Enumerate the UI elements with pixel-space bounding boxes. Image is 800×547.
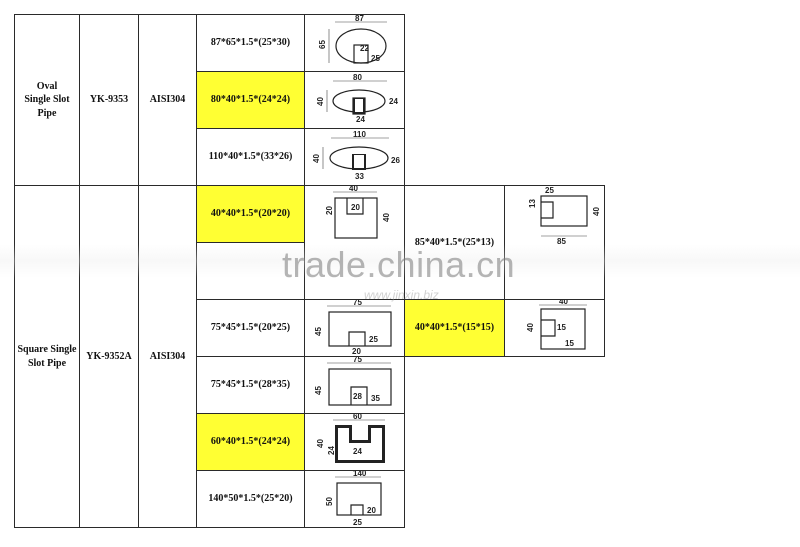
oval-size-2: 80*40*1.5*(24*24) [210, 94, 291, 106]
square-name: Square Single Slot Pipe [17, 344, 77, 369]
square-profile-drawing-4: 60 40 24 24 [316, 414, 385, 463]
square-dim-w-3: 75 [353, 357, 362, 364]
square-extra-dim-b-1: 13 [528, 199, 537, 208]
oval-dim-s2-2: 24 [389, 97, 398, 106]
square-profile-drawing-3: 75 45 28 35 [314, 357, 392, 406]
oval-dim-h-1: 65 [318, 40, 327, 49]
square-dim-s2-2: 25 [369, 335, 378, 344]
oval-profile-3: 110 40 33 26 [304, 128, 405, 186]
square-extra-dim-c-2: 15 [557, 323, 566, 332]
square-dim-h-3: 45 [314, 386, 323, 395]
square-profile-2: 75 45 20 25 [304, 299, 405, 357]
oval-profile-drawing-2: 80 40 24 24 [316, 73, 398, 124]
oval-dim-s2-1: 25 [371, 54, 380, 63]
square-material: AISI304 [149, 350, 186, 362]
oval-material-cell: AISI304 [138, 14, 197, 186]
square-dim-h-2: 45 [314, 327, 323, 336]
oval-dim-w-2: 80 [353, 73, 362, 82]
square-dim-s1-5: 25 [353, 518, 362, 527]
oval-dim-h-3: 40 [312, 154, 321, 163]
square-dim-s1-2: 20 [352, 347, 361, 356]
square-name-cell: Square Single Slot Pipe [14, 185, 80, 528]
oval-size-cell-3: 110*40*1.5*(33*26) [196, 128, 305, 186]
oval-profile-1: 87 65 22 25 [304, 14, 405, 72]
square-dim-w-4: 60 [353, 414, 362, 421]
square-code: YK-9352A [86, 350, 132, 362]
oval-size-1: 87*65*1.5*(25*30) [210, 37, 291, 49]
square-dim-h-1: 20 [325, 206, 334, 215]
square-profile-3: 75 45 28 35 [304, 356, 405, 414]
oval-size-cell-1: 87*65*1.5*(25*30) [196, 14, 305, 72]
square-code-cell: YK-9352A [79, 185, 139, 528]
square-dim-s2-3: 35 [371, 394, 380, 403]
square-dim-w-1: 40 [349, 186, 358, 193]
square-dim-s1-3: 28 [353, 392, 362, 401]
square-extra-dim-d-2: 15 [565, 339, 574, 348]
square-dim-s2-1: 40 [382, 213, 391, 222]
square-dim-s2-4: 24 [327, 446, 336, 455]
square-dim-s1-4: 24 [353, 447, 362, 456]
square-size-1: 40*40*1.5*(20*20) [210, 208, 291, 220]
oval-dim-w-3: 110 [353, 130, 366, 139]
square-extra-size-1: 85*40*1.5*(25*13) [414, 236, 495, 248]
square-size-5: 140*50*1.5*(25*20) [208, 493, 293, 505]
oval-name: Oval Single Slot Pipe [24, 80, 70, 119]
square-dim-h-4: 40 [316, 439, 325, 448]
square-size-cell-4: 60*40*1.5*(24*24) [196, 413, 305, 471]
oval-profile-2: 80 40 24 24 [304, 71, 405, 129]
oval-dim-h-2: 40 [316, 97, 325, 106]
square-extra-size-cell-2: 40*40*1.5*(15*15) [404, 299, 505, 357]
oval-profile-drawing-3: 110 40 33 26 [312, 130, 400, 181]
square-extra-size-cell-1: 85*40*1.5*(25*13) [404, 185, 505, 300]
square-profile-drawing-1: 40 20 20 40 [325, 186, 391, 239]
square-extra-size-2: 40*40*1.5*(15*15) [414, 322, 495, 334]
square-extra-profile-drawing-1: 25 13 40 85 [528, 186, 601, 246]
square-profile-5: 140 50 25 20 [304, 470, 405, 528]
oval-code: YK-9353 [89, 94, 129, 106]
square-material-cell: AISI304 [138, 185, 197, 528]
oval-dim-s1-3: 33 [355, 172, 364, 181]
square-dim-w-5: 140 [353, 471, 367, 478]
oval-code-cell: YK-9353 [79, 14, 139, 186]
oval-dim-s1-2: 24 [356, 115, 365, 124]
square-extra-profile-2: 40 40 15 15 [504, 299, 605, 357]
square-extra-dim-a-1: 25 [545, 186, 554, 195]
square-size-cell-3: 75*45*1.5*(28*35) [196, 356, 305, 414]
square-profile-drawing-2: 75 45 20 25 [314, 300, 392, 356]
oval-name-cell: Oval Single Slot Pipe [14, 14, 80, 186]
square-extra-profile-1: 25 13 40 85 [504, 185, 605, 300]
oval-dim-s2-3: 26 [391, 156, 400, 165]
oval-material: AISI304 [149, 94, 186, 106]
square-profile-1: 40 20 20 40 [304, 185, 405, 300]
square-dim-s1-1: 20 [351, 203, 360, 212]
square-profile-4: 60 40 24 24 [304, 413, 405, 471]
square-size-cell-2: 75*45*1.5*(20*25) [196, 299, 305, 357]
square-size-4: 60*40*1.5*(24*24) [210, 436, 291, 448]
square-dim-w-2: 75 [353, 300, 362, 307]
square-profile-drawing-5: 140 50 25 20 [325, 471, 382, 527]
square-extra-dim-a-2: 40 [559, 300, 568, 306]
square-dim-s2-5: 20 [367, 506, 376, 515]
square-extra-dim-b-2: 40 [526, 323, 535, 332]
square-dim-h-5: 50 [325, 497, 334, 506]
square-size-cell-1: 40*40*1.5*(20*20) [196, 185, 305, 243]
square-size-cell-5: 140*50*1.5*(25*20) [196, 470, 305, 528]
oval-dim-s1-1: 22 [360, 44, 369, 53]
oval-dim-w-1: 87 [355, 15, 364, 23]
square-extra-profile-drawing-2: 40 40 15 15 [526, 300, 587, 350]
oval-size-cell-2: 80*40*1.5*(24*24) [196, 71, 305, 129]
square-size-2: 75*45*1.5*(20*25) [210, 322, 291, 334]
oval-size-3: 110*40*1.5*(33*26) [208, 151, 293, 163]
square-size-3: 75*45*1.5*(28*35) [210, 379, 291, 391]
square-extra-dim-c-1: 40 [592, 207, 601, 216]
oval-profile-drawing-1: 87 65 22 25 [318, 15, 387, 64]
square-extra-dim-d-1: 85 [557, 237, 566, 246]
